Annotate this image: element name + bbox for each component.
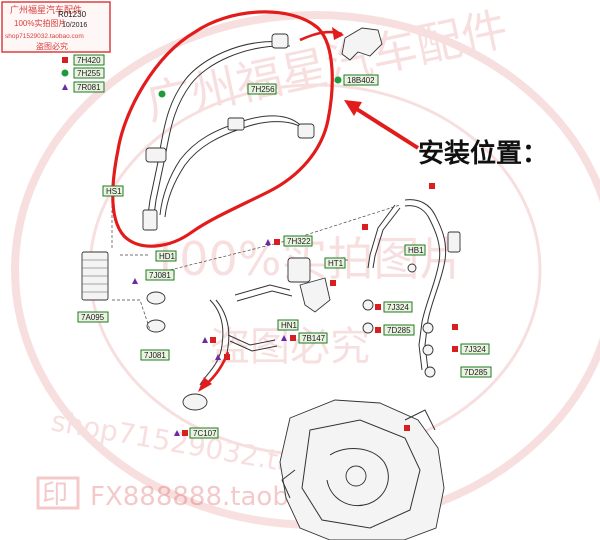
stamp-line4: 盗图必究 (36, 41, 68, 51)
legend-triangle-marker (62, 84, 68, 90)
part-label-7J081-upper[interactable]: 7J081 (145, 269, 175, 281)
part-label-7A095[interactable]: 7A095 (77, 311, 109, 323)
svg-text:7A095: 7A095 (81, 313, 105, 322)
part-label-7D285-lower[interactable]: 7D285 (460, 366, 492, 378)
svg-text:7H255: 7H255 (77, 69, 101, 78)
svg-text:HS1: HS1 (106, 187, 122, 196)
svg-text:7J324: 7J324 (464, 345, 486, 354)
marker-7J324-lower-2 (452, 346, 458, 352)
stamp-line1: 广州福星汽车配件 (10, 4, 82, 15)
part-label-7B147[interactable]: 7B147 (298, 332, 328, 344)
part-label-HN1[interactable]: HN1 (277, 319, 299, 331)
legend: 7H420 7H255 7R081 (61, 54, 105, 93)
part-label-7C107[interactable]: 7C107 (189, 427, 219, 439)
stamp-code-sub: 10/2016 (62, 22, 87, 29)
marker-7B147-tri (281, 335, 287, 341)
part-markers (132, 76, 458, 436)
marker-7H322-small-sq (224, 354, 230, 360)
svg-text:HT1: HT1 (328, 259, 344, 268)
install-position-label: 安装位置： (418, 138, 548, 169)
part-label-HB1[interactable]: HB1 (404, 244, 426, 256)
part-label-7D285-upper[interactable]: 7D285 (383, 324, 415, 336)
svg-text:7D285: 7D285 (464, 368, 488, 377)
marker-7J081-tri (132, 278, 138, 284)
stamp-line3: shop71529032.taobao.com (5, 33, 84, 40)
svg-text:HB1: HB1 (408, 246, 424, 255)
marker-7C107-tri (174, 430, 180, 436)
marker-7J324-lower (452, 324, 458, 330)
marker-7H322-sq (274, 239, 280, 245)
legend-label-7H420: 7H420 (73, 54, 105, 66)
marker-7D285-mid (330, 280, 336, 286)
svg-text:7H420: 7H420 (77, 56, 101, 65)
part-label-7H256[interactable]: 7H256 (247, 83, 277, 95)
svg-text:7D285: 7D285 (387, 326, 411, 335)
part-label-7H322[interactable]: 7H322 (283, 235, 313, 247)
legend-circle-marker (61, 69, 69, 77)
stamp-line2: 100%实拍图片 (14, 18, 66, 28)
marker-7J081-lower-tri (202, 337, 208, 343)
svg-text:7R081: 7R081 (77, 83, 101, 92)
svg-text:7J081: 7J081 (144, 351, 166, 360)
svg-text:7C107: 7C107 (193, 429, 217, 438)
legend-label-7H255: 7H255 (73, 67, 105, 79)
part-label-18B402[interactable]: 18B402 (343, 74, 379, 86)
marker-7J324-upper (375, 304, 381, 310)
marker-7H322-small (215, 354, 221, 360)
marker-7C107-sq (182, 430, 188, 436)
part-label-7J324-lower[interactable]: 7J324 (460, 343, 490, 355)
svg-text:7J081: 7J081 (149, 271, 171, 280)
svg-text:HN1: HN1 (281, 321, 298, 330)
marker-7B147-sq (290, 335, 296, 341)
watermark-ring-text: 广州福星汽车配件 (141, 1, 512, 130)
part-label-7J324-upper[interactable]: 7J324 (383, 301, 413, 313)
svg-text:7B147: 7B147 (302, 334, 326, 343)
marker-7H322-tri (265, 239, 271, 245)
footer-logo: 印 (42, 480, 68, 510)
marker-7J081-lower-sq (210, 337, 216, 343)
svg-text:HD1: HD1 (159, 252, 176, 261)
marker-hose-mid (362, 224, 368, 230)
stamp-code-top: R01230 (58, 10, 87, 19)
marker-7H255-hose (158, 90, 166, 98)
hose-line-art (81, 27, 461, 540)
svg-text:7H256: 7H256 (251, 85, 275, 94)
part-label-HD1[interactable]: HD1 (155, 250, 177, 262)
marker-7D285-upper (375, 327, 381, 333)
legend-square-marker (62, 57, 68, 63)
svg-text:7J324: 7J324 (387, 303, 409, 312)
part-label-HT1[interactable]: HT1 (324, 257, 346, 269)
shop-stamp: 广州福星汽车配件 R01230 100%实拍图片 10/2016 shop715… (1, 1, 111, 53)
svg-text:7H322: 7H322 (287, 237, 311, 246)
marker-18B402 (334, 76, 342, 84)
watermark-bottom-text: 盗图必究 (210, 324, 370, 370)
legend-label-7R081: 7R081 (73, 81, 105, 93)
part-label-7J081-lower[interactable]: 7J081 (140, 349, 170, 361)
marker-hose-right (429, 183, 435, 189)
svg-text:18B402: 18B402 (347, 76, 375, 85)
marker-trans-top (404, 425, 410, 431)
part-label-HS1[interactable]: HS1 (102, 185, 124, 197)
